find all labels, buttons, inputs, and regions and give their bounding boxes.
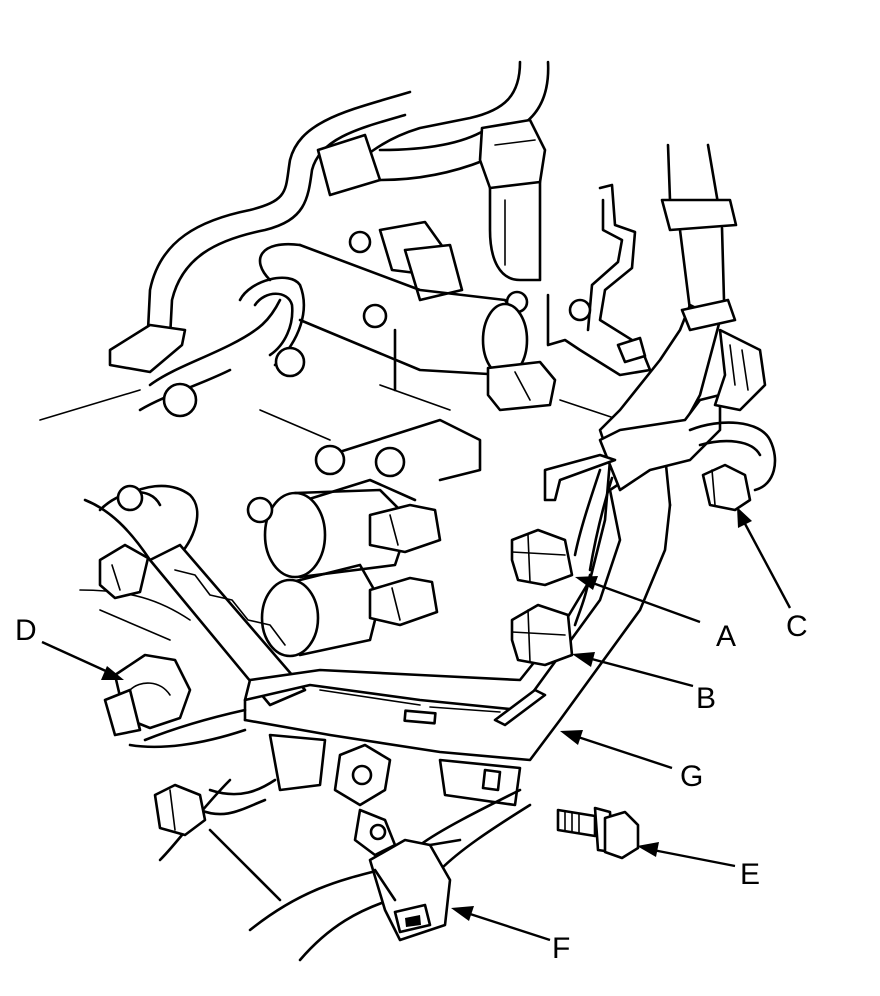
connector-left-upper [98, 543, 150, 600]
label-e: E [740, 858, 760, 891]
arrow-e-head [637, 842, 659, 857]
arrow-d-head [101, 666, 124, 680]
clip-f [368, 838, 462, 942]
arrow-g [574, 734, 673, 770]
arrow-c-head [737, 507, 752, 528]
label-b: B [696, 682, 716, 715]
label-f: F [552, 932, 570, 965]
label-c: C [786, 610, 808, 643]
arrow-a [589, 580, 701, 624]
arrow-d [41, 640, 109, 674]
arrow-a-head [575, 576, 598, 590]
connector-left-lower [153, 783, 207, 837]
connector-d [103, 653, 192, 737]
arrow-f [466, 911, 551, 942]
label-d: D [15, 614, 37, 647]
valve-body-background [39, 60, 652, 658]
arrow-b-head [572, 652, 595, 667]
arrow-e [652, 848, 736, 868]
bracket-lower-center [333, 743, 397, 857]
arrow-g-head [560, 730, 583, 745]
harness-g-main [128, 143, 777, 962]
bolt-e [556, 806, 640, 860]
connector-a [510, 528, 574, 587]
label-a: A [716, 620, 736, 653]
arrow-c [741, 519, 792, 609]
arrow-b [587, 656, 694, 688]
arrow-f-head [451, 906, 474, 921]
callout-labels: A B C D E F G [15, 610, 808, 965]
leader-arrows [41, 507, 792, 942]
connector-c [701, 463, 752, 512]
label-g: G [680, 760, 703, 793]
connector-b [510, 603, 574, 667]
